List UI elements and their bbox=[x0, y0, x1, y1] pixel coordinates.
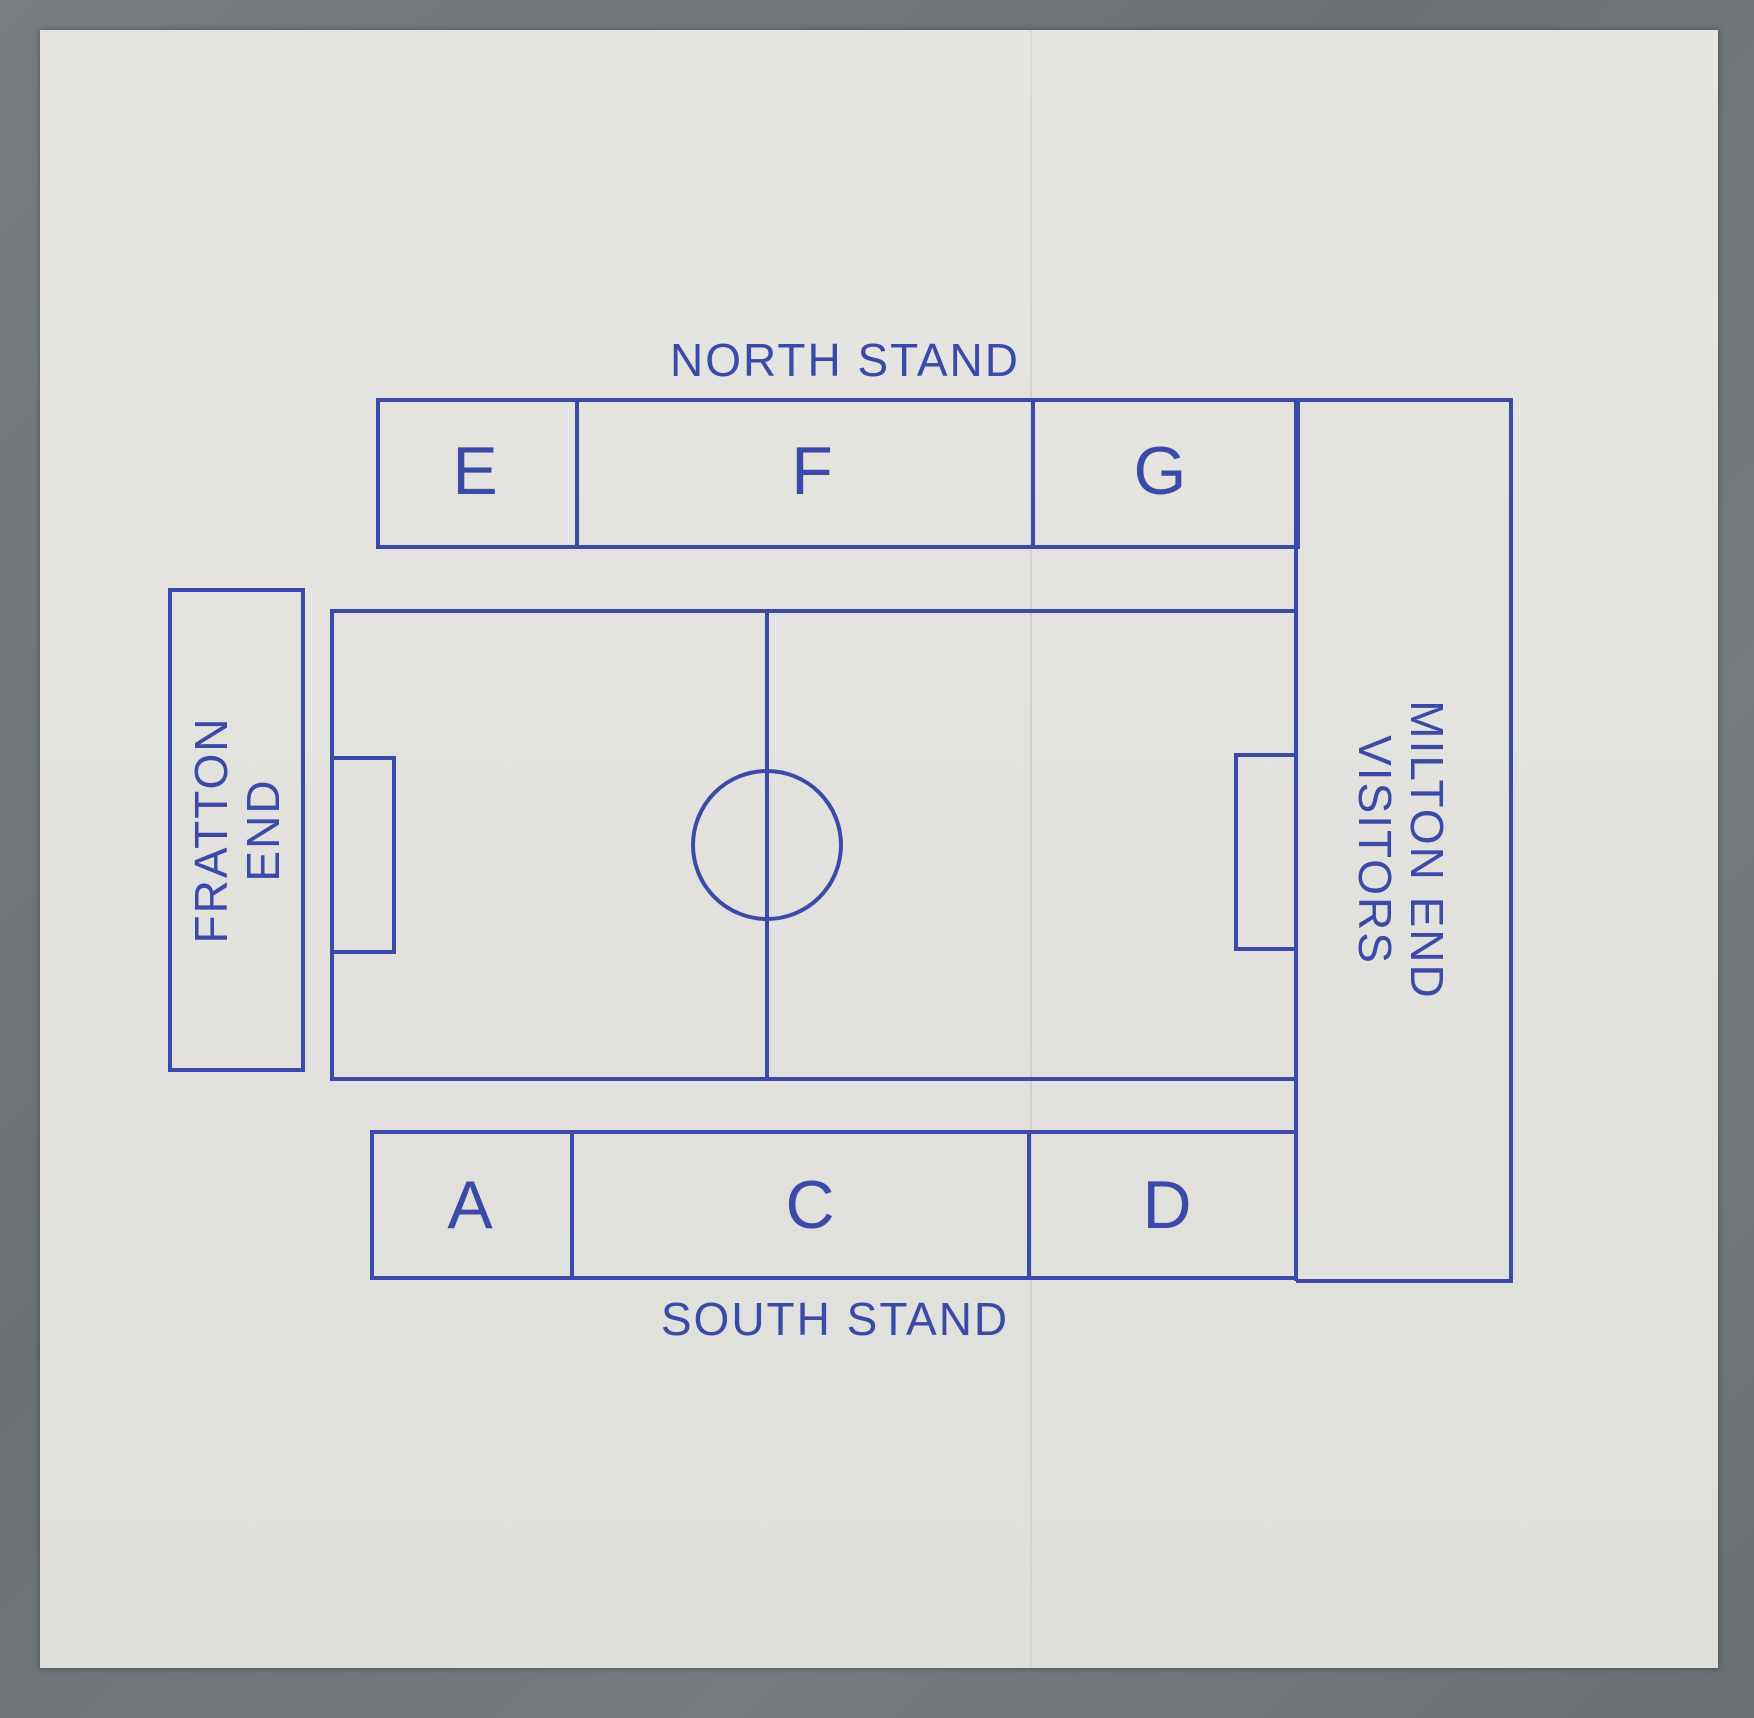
north-stand-label: NORTH STAND bbox=[670, 334, 1020, 386]
section-f[interactable]: F bbox=[791, 433, 833, 509]
section-g[interactable]: G bbox=[1134, 433, 1187, 509]
south-stand-block bbox=[370, 1130, 1298, 1280]
fratton-end-label: FRATTON END bbox=[185, 717, 289, 944]
milton-end-block bbox=[1296, 398, 1513, 1283]
milton-end-label-line2: VISITORS bbox=[1349, 735, 1401, 965]
pitch bbox=[330, 609, 1298, 1081]
fratton-end-block bbox=[168, 588, 305, 1072]
fratton-end-label-line1: FRATTON bbox=[185, 717, 237, 944]
milton-end-label-line1: MILTON END bbox=[1401, 700, 1453, 999]
section-c[interactable]: C bbox=[785, 1167, 834, 1243]
section-e[interactable]: E bbox=[452, 433, 497, 509]
section-a[interactable]: A bbox=[447, 1167, 493, 1243]
centre-circle bbox=[691, 769, 843, 921]
south-stand-label: SOUTH STAND bbox=[661, 1293, 1009, 1345]
section-d[interactable]: D bbox=[1142, 1167, 1191, 1243]
milton-end-label: MILTON END VISITORS bbox=[1349, 700, 1453, 999]
paper-fold-crease bbox=[1030, 30, 1032, 1668]
fratton-end-label-line2: END bbox=[237, 778, 289, 881]
ticket-paper bbox=[40, 30, 1718, 1668]
west-penalty-box bbox=[330, 756, 396, 954]
east-penalty-box bbox=[1234, 753, 1298, 951]
